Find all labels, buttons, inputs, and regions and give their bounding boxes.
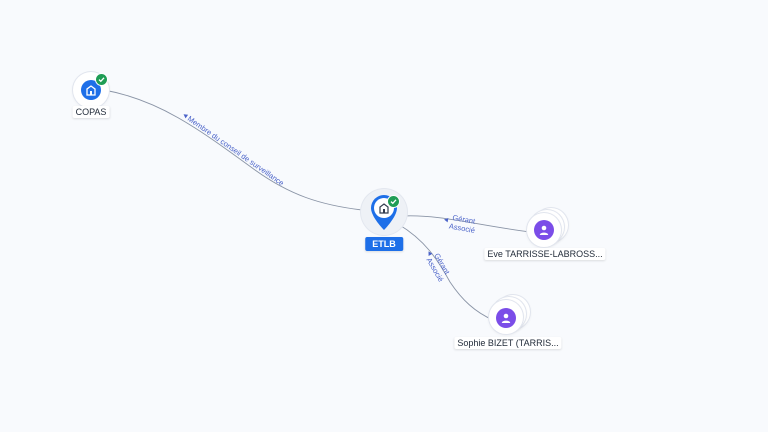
person-icon <box>496 308 516 328</box>
node-etlb[interactable] <box>361 189 407 237</box>
node-label-sophie[interactable]: Sophie BIZET (TARRIS... <box>454 337 562 349</box>
verified-check-icon <box>95 73 108 86</box>
edge-arrow <box>183 114 189 119</box>
node-sophie[interactable] <box>488 295 532 334</box>
edge-etlb-eve <box>401 215 532 233</box>
edge-copas-etlb <box>103 89 363 211</box>
person-icon <box>534 220 554 240</box>
edge-label-etlb-eve-2: Associé <box>448 222 475 235</box>
node-label-eve[interactable]: Eve TARRISSE-LABROSS... <box>484 248 606 260</box>
company-icon <box>81 80 101 100</box>
node-label-etlb[interactable]: ETLB <box>365 237 403 251</box>
edge-label-etlb-eve-1: Gérant <box>452 213 477 226</box>
verified-check-icon <box>387 195 400 208</box>
node-eve[interactable] <box>526 208 570 247</box>
edge-etlb-sophie <box>397 223 494 321</box>
node-label-copas[interactable]: COPAS <box>72 106 110 118</box>
node-copas[interactable] <box>73 72 109 108</box>
edge-arrow <box>428 251 433 256</box>
edge-label-copas-etlb: Membre du conseil de surveillance <box>186 114 286 188</box>
company-icon <box>379 203 389 214</box>
edge-arrow <box>444 218 449 223</box>
